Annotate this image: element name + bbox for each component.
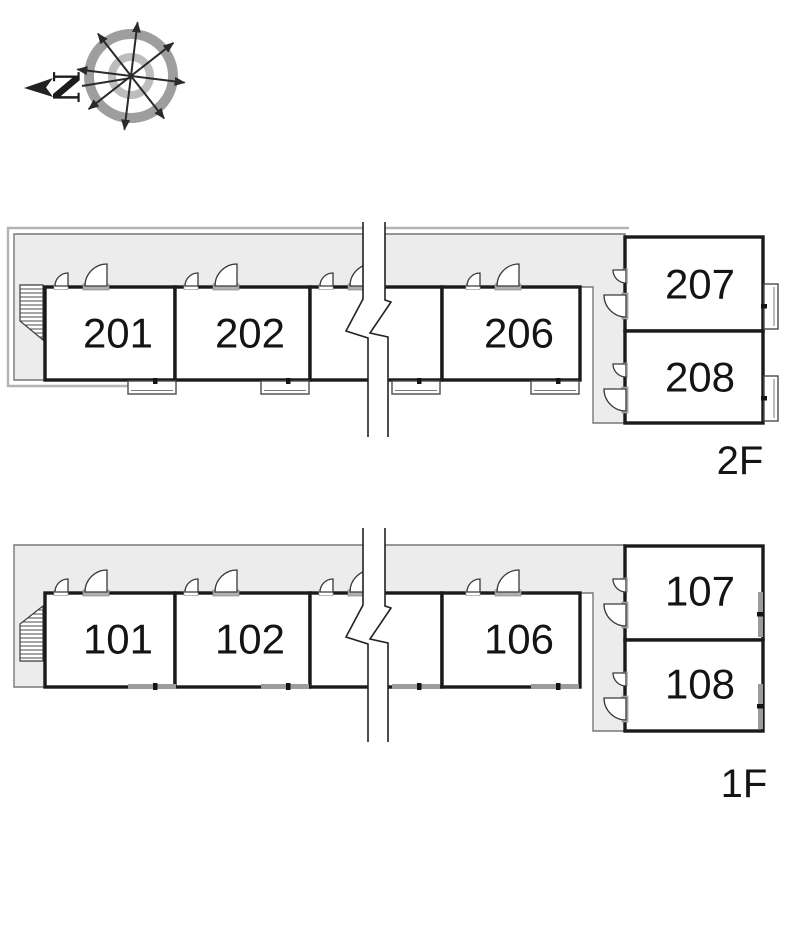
room-207 <box>623 235 765 333</box>
room-label-101: 101 <box>83 616 153 663</box>
compass-rose: N <box>24 21 186 131</box>
north-label: N <box>44 71 86 104</box>
room-label-208: 208 <box>665 354 735 401</box>
balcony-icons-2f <box>127 283 779 422</box>
outer-edge-2f <box>6 226 629 388</box>
room-label-102: 102 <box>215 616 285 663</box>
room-label-107: 107 <box>665 568 735 615</box>
compass-arrows-icon <box>76 21 186 131</box>
room-108 <box>623 638 765 733</box>
floor-plan-2f: 201 202 206 207 208 2F <box>6 222 779 483</box>
door-swing-icons-2f <box>53 263 629 414</box>
room-label-206: 206 <box>484 310 554 357</box>
room-106 <box>440 591 582 689</box>
room-101 <box>43 591 177 689</box>
room-label-108: 108 <box>665 661 735 708</box>
door-swing-icons-1f <box>53 569 629 723</box>
staircase-icon-1f <box>19 604 44 662</box>
break-line-icon-1f <box>344 528 393 742</box>
floor-label-2f: 2F <box>717 439 764 483</box>
room-202 <box>173 285 312 382</box>
north-arrow: N <box>24 71 132 104</box>
room-label-106: 106 <box>484 616 554 663</box>
floor-plan-1f: 101 102 106 107 108 1F <box>13 528 768 806</box>
window-marker-icons-1f <box>128 592 764 729</box>
room-label-207: 207 <box>665 261 735 308</box>
break-line-icon-2f <box>344 222 393 437</box>
north-arrowhead-icon <box>24 78 53 97</box>
room-label-202: 202 <box>215 310 285 357</box>
staircase-icon-2f <box>19 284 44 342</box>
room-label-201: 201 <box>83 310 153 357</box>
floor-label-1f: 1F <box>721 762 768 806</box>
